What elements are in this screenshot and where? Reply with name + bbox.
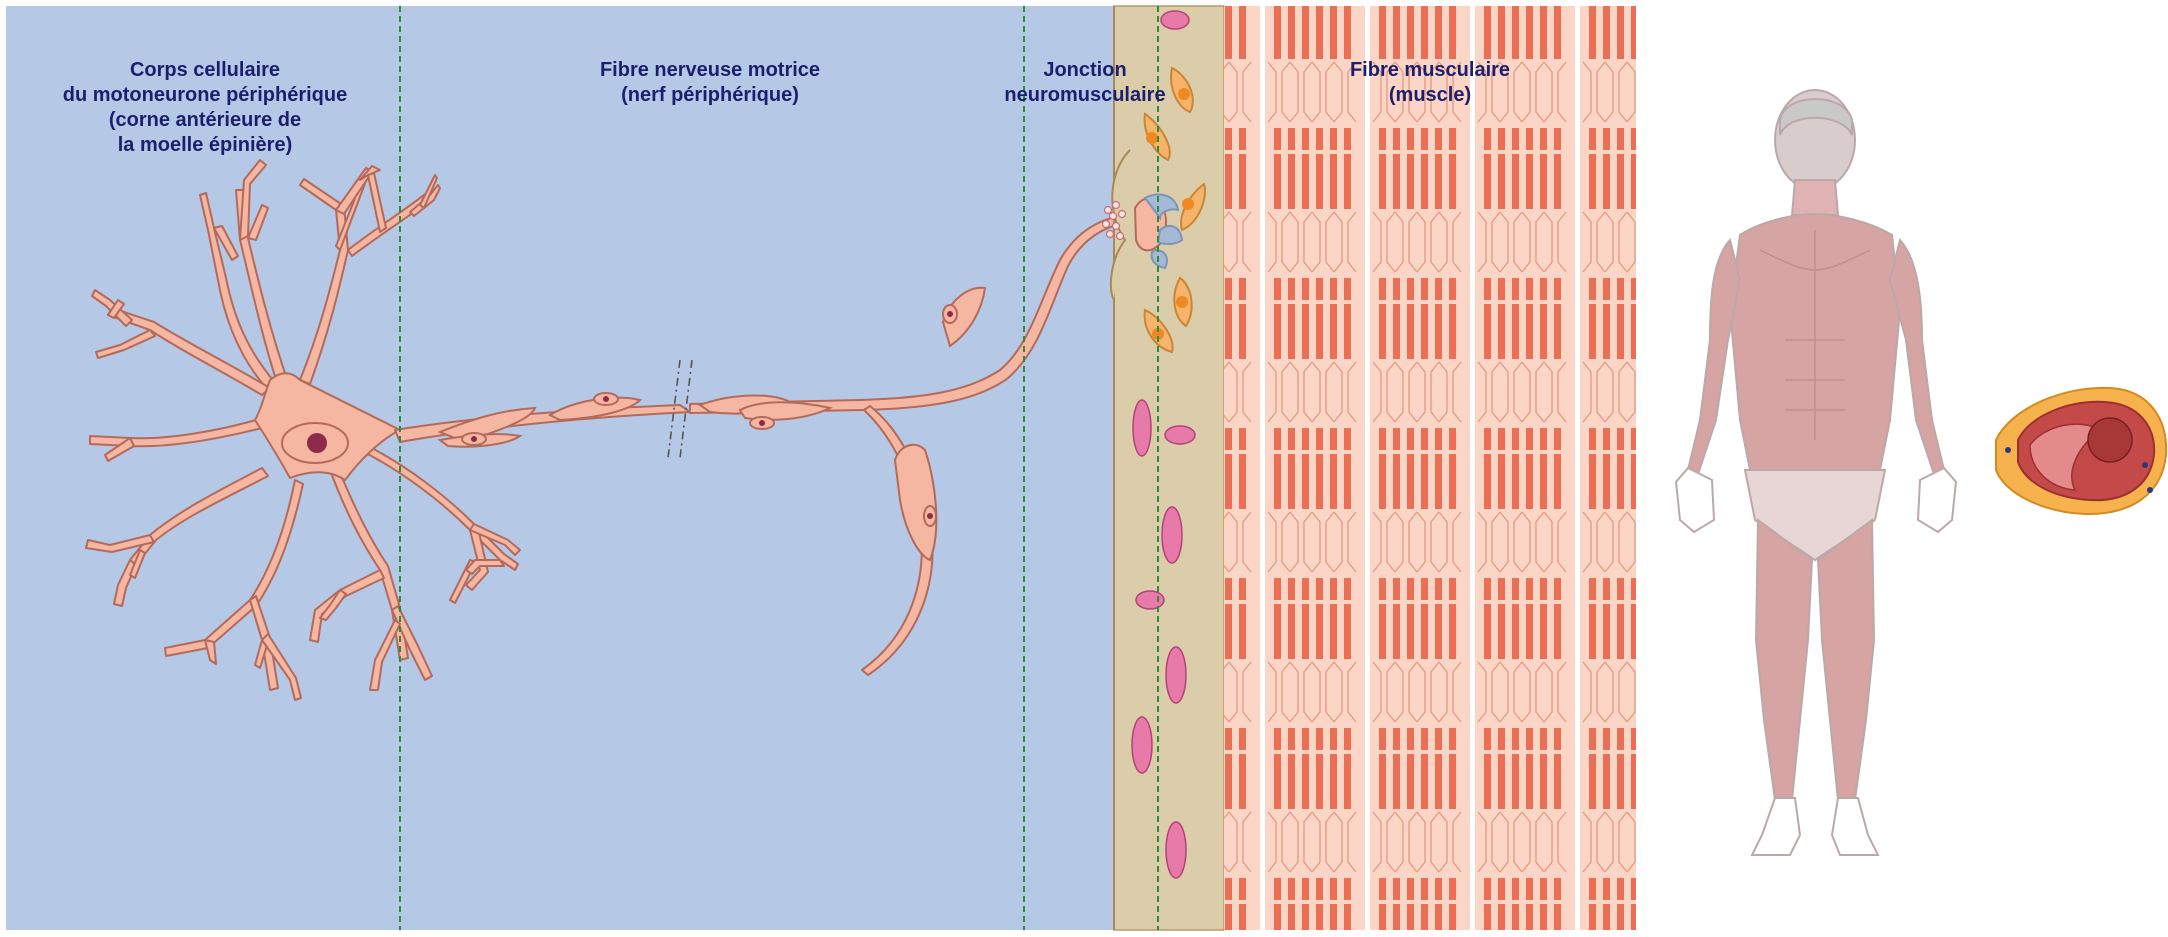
label-nerve-fiber-line-2: (nerf périphérique)	[560, 83, 860, 108]
muscle-cross-section-icon	[1996, 388, 2166, 514]
label-nerve-fiber: Fibre nerveuse motrice (nerf périphériqu…	[560, 58, 860, 108]
label-junction-line-1: Jonction	[985, 58, 1185, 83]
human-body-muscle-icon	[1676, 90, 1956, 855]
label-nerve-fiber-line-1: Fibre nerveuse motrice	[560, 58, 860, 83]
label-cell-body: Corps cellulaire du motoneurone périphér…	[22, 58, 388, 158]
muscle-fibers	[1224, 6, 1636, 930]
label-cell-body-line-4: la moelle épinière)	[22, 133, 388, 158]
label-muscle-fiber-line-2: (muscle)	[1315, 83, 1545, 108]
label-muscle-fiber: Fibre musculaire (muscle)	[1315, 58, 1545, 108]
label-junction: Jonction neuromusculaire	[985, 58, 1185, 108]
label-cell-body-line-1: Corps cellulaire	[22, 58, 388, 83]
label-muscle-fiber-line-1: Fibre musculaire	[1315, 58, 1545, 83]
label-junction-line-2: neuromusculaire	[985, 83, 1185, 108]
label-cell-body-line-3: (corne antérieure de	[22, 108, 388, 133]
label-cell-body-line-2: du motoneurone périphérique	[22, 83, 388, 108]
